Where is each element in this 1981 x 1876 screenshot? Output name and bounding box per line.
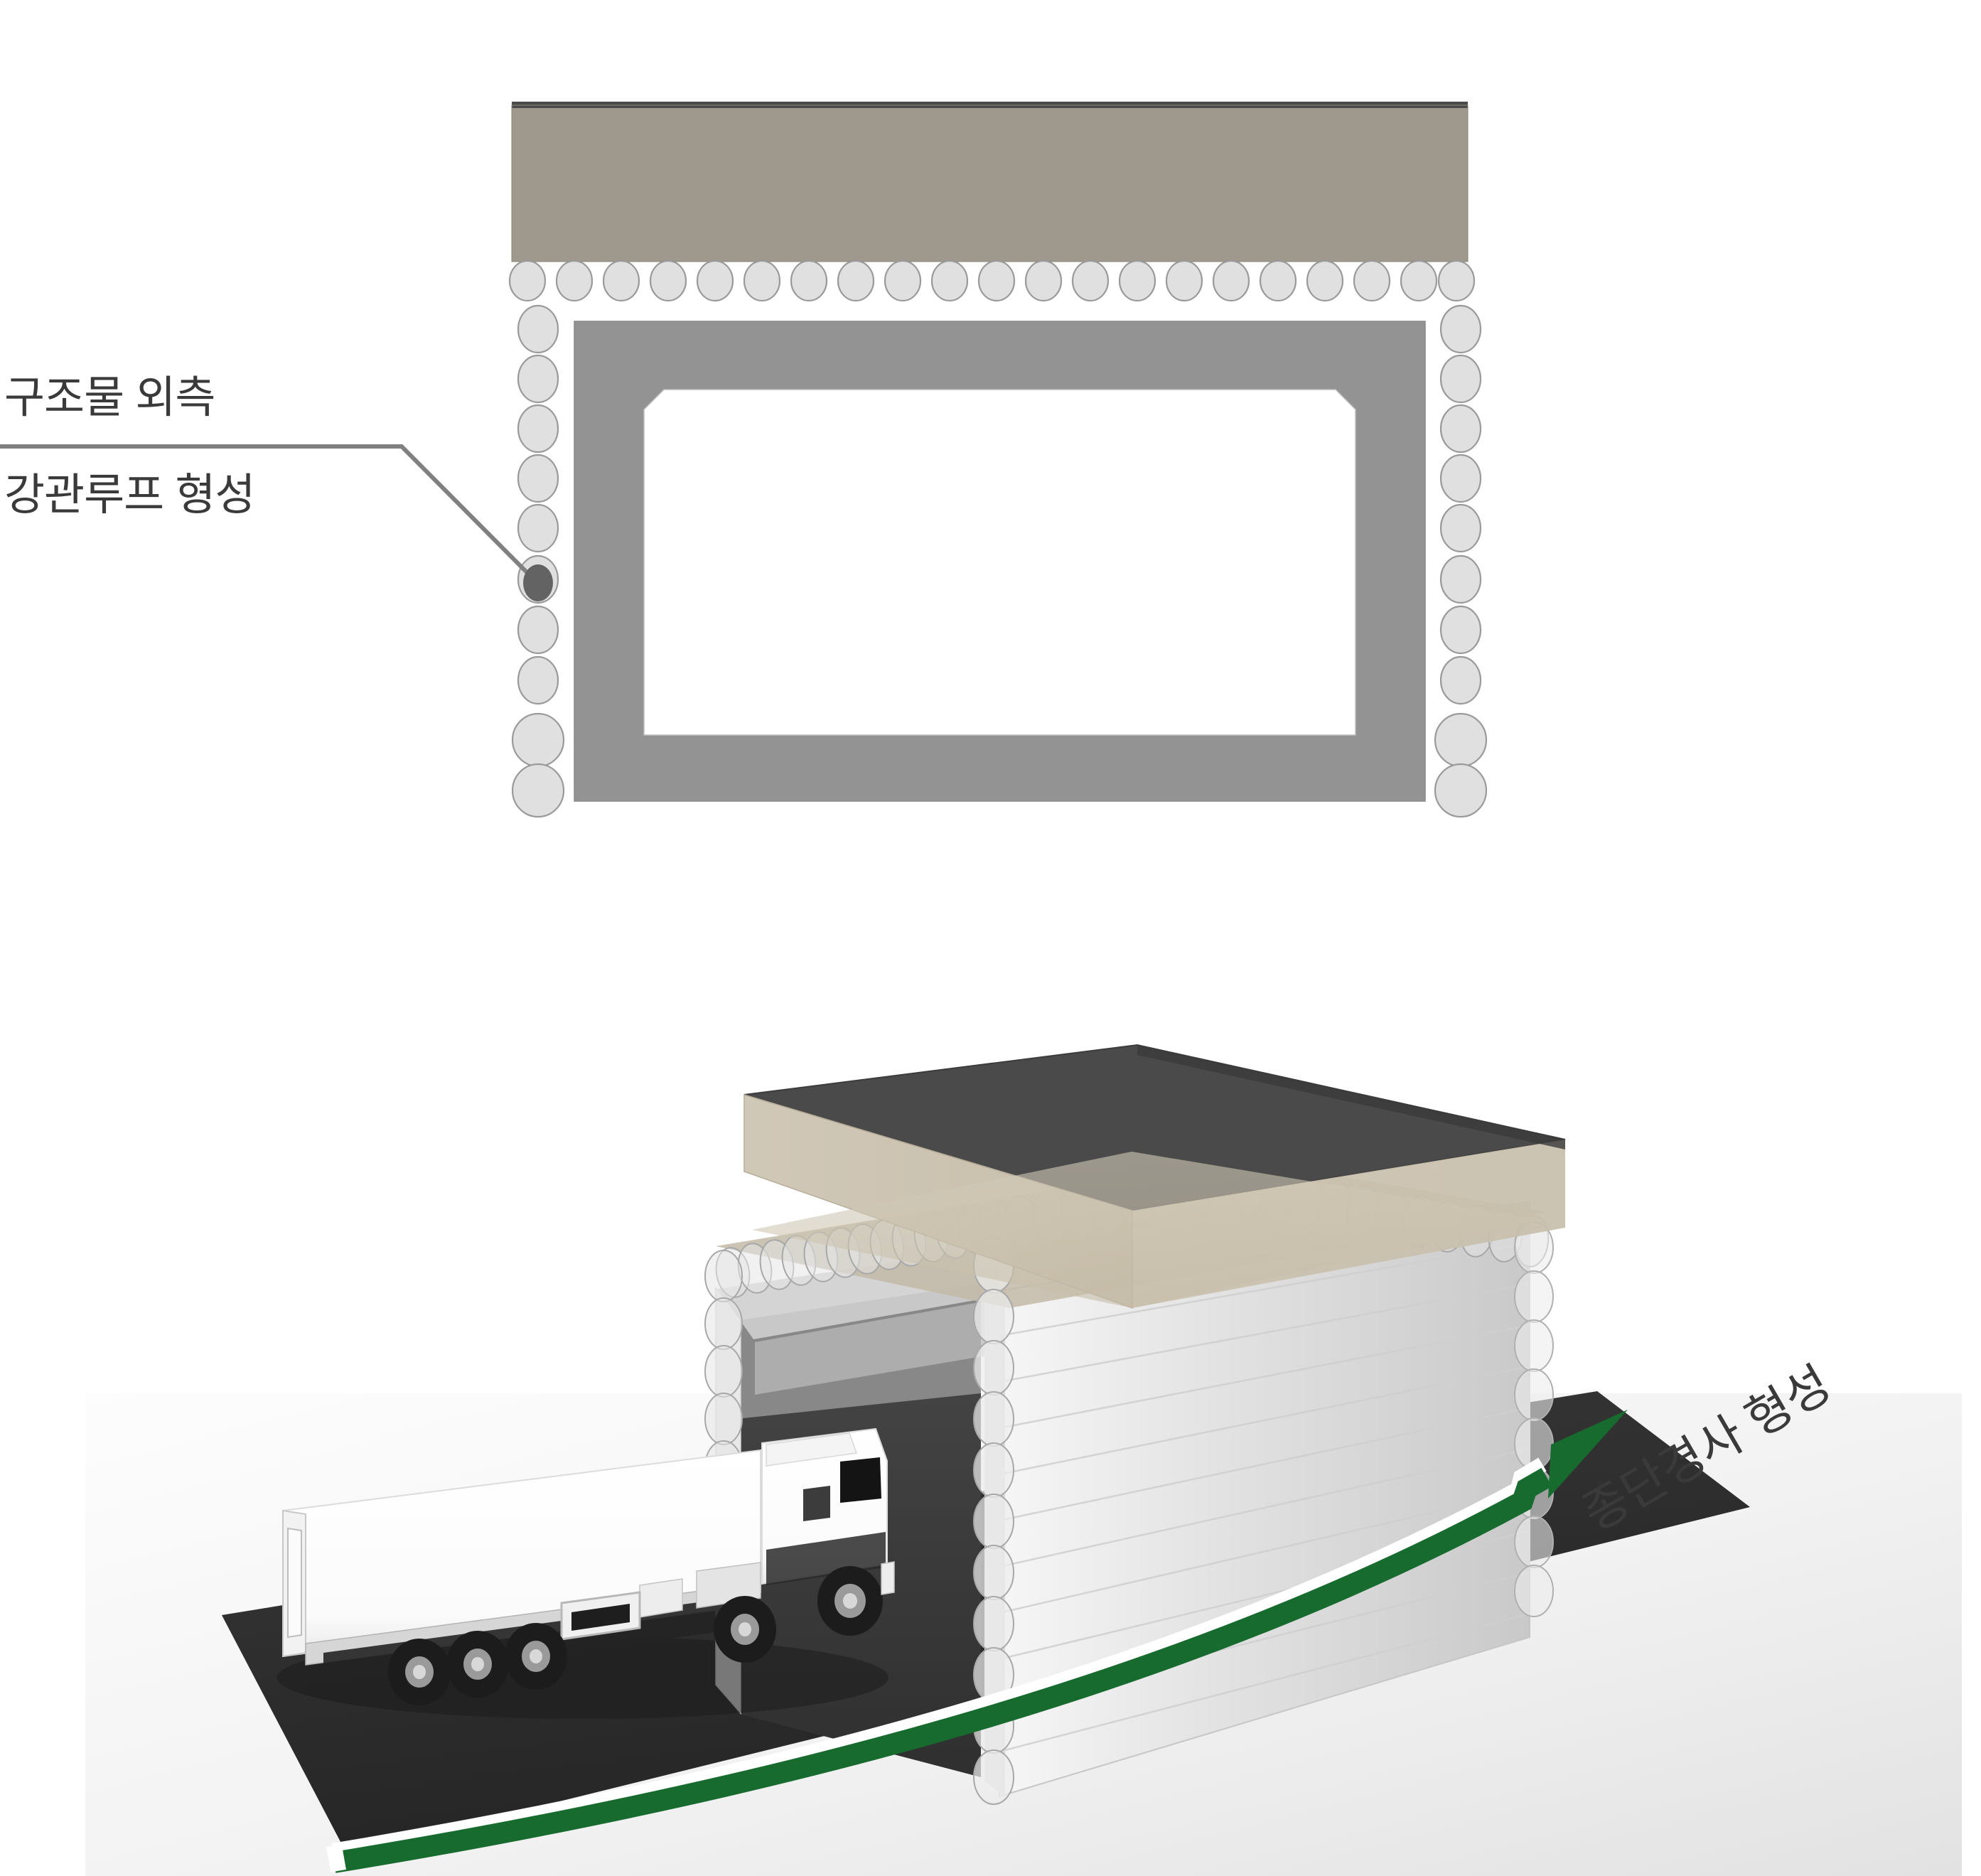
pv-slope-arrowhead — [1548, 1410, 1628, 1499]
pv-soil-inner-plane — [752, 1152, 1542, 1308]
pv-truck-tractor-wheels — [714, 1566, 883, 1663]
pv-truck-trailer-wheels — [388, 1623, 567, 1705]
callout-label-structure-outside: 구조물 외측 — [4, 373, 215, 422]
pv-tunnel-right-wall — [999, 1200, 1530, 1798]
callout-label-pipe-roof: 강관루프 형성 — [4, 471, 255, 520]
pv-truck — [277, 1427, 895, 1719]
cs-structure-interior — [643, 389, 1356, 736]
cs-soil-block — [511, 102, 1469, 262]
cs-pipe-roof-top-row — [508, 259, 1476, 302]
cs-structure-frame — [574, 321, 1426, 802]
pv-slope-line — [332, 1467, 1552, 1873]
cs-callout-dot — [523, 564, 553, 601]
cs-leader-line — [0, 444, 553, 601]
pv-slope-band — [326, 1410, 1628, 1873]
cs-pipe-roof-right-column — [1434, 304, 1488, 818]
